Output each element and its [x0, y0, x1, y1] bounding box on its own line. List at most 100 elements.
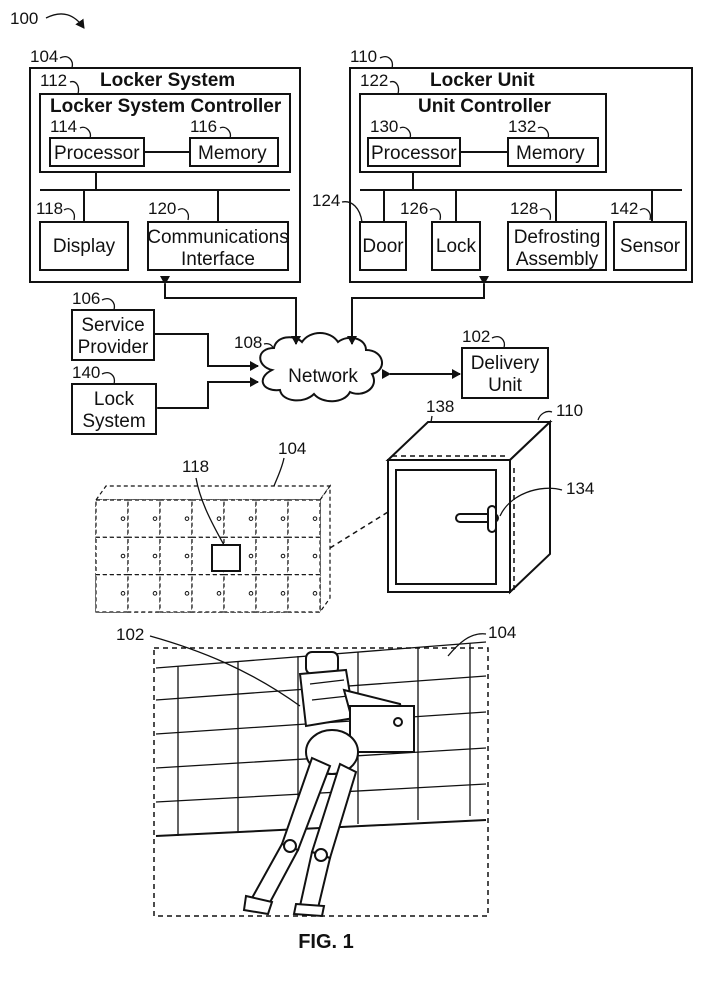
bank-locker-cell — [256, 537, 288, 574]
comms-label-2: Interface — [181, 249, 255, 270]
lock-system-network-link — [158, 382, 258, 408]
bank-locker-cell — [288, 575, 320, 612]
ref-130: 130 — [370, 117, 398, 136]
lock-system-label-1: Lock — [94, 389, 135, 410]
ref-104-bank: 104 — [278, 439, 306, 458]
figure-caption: FIG. 1 — [298, 931, 354, 953]
network-block: 108 Network — [234, 333, 382, 401]
bank-locker-cell — [256, 575, 288, 612]
bank-locker-cell — [128, 500, 160, 537]
leader-106 — [102, 299, 114, 310]
ref-104-scene: 104 — [488, 623, 516, 642]
robot-leg-right-lower — [300, 852, 330, 908]
service-provider-label-2: Provider — [78, 337, 149, 358]
locker-unit-title: Locker Unit — [430, 70, 535, 91]
bank-locker-cell — [288, 500, 320, 537]
locker-system-controller-title: Locker System Controller — [50, 96, 282, 117]
ref-132: 132 — [508, 117, 536, 136]
unit-latch — [488, 506, 496, 532]
bank-locker-cell — [96, 537, 128, 574]
locker-unit-block: 110 Locker Unit 122 Unit Controller 130 … — [312, 47, 692, 282]
bank-locker-cell — [288, 537, 320, 574]
processor-label: Processor — [54, 143, 140, 164]
ref-138: 138 — [426, 397, 454, 416]
bank-locker-cell — [256, 500, 288, 537]
lock-system-label-2: System — [82, 411, 145, 432]
robot-knee-right — [315, 849, 327, 861]
ref-110: 110 — [350, 47, 377, 66]
ref-104: 104 — [30, 47, 58, 66]
comms-label-1: Communications — [147, 227, 289, 248]
locker-bank-illustration: 104 118 — [96, 439, 388, 612]
bank-locker-cell — [160, 575, 192, 612]
ref-102: 102 — [462, 327, 490, 346]
robot-foot-right — [294, 904, 324, 916]
network-label: Network — [288, 366, 358, 387]
ref-120: 120 — [148, 199, 176, 218]
service-provider-label-1: Service — [81, 315, 144, 336]
leader-102 — [492, 337, 504, 348]
bank-locker-cell — [96, 575, 128, 612]
bank-cells — [96, 500, 320, 612]
bank-locker-cell — [224, 575, 256, 612]
service-provider-block: 106 Service Provider — [72, 289, 154, 360]
ref-134: 134 — [566, 479, 594, 498]
robot-package — [350, 706, 414, 752]
bank-locker-cell — [192, 500, 224, 537]
unit-processor-label: Processor — [371, 143, 457, 164]
ref-114: 114 — [50, 117, 77, 136]
bank-locker-cell — [128, 537, 160, 574]
defrost-label-1: Defrosting — [514, 227, 601, 248]
ref-122: 122 — [360, 71, 388, 90]
ref-112: 112 — [40, 71, 67, 90]
lock-system-block: 140 Lock System — [72, 363, 156, 434]
bank-locker-cell — [128, 575, 160, 612]
leader-140 — [102, 373, 114, 384]
ref-100: 100 — [10, 9, 38, 28]
robot-leg-left-lower — [252, 844, 298, 906]
ref-128: 128 — [510, 199, 538, 218]
ref-116: 116 — [190, 117, 217, 136]
memory-label: Memory — [198, 143, 267, 164]
bank-locker-cell — [192, 575, 224, 612]
lock-label: Lock — [436, 236, 477, 257]
bank-locker-cell — [160, 537, 192, 574]
delivery-unit-label-2: Unit — [488, 375, 523, 396]
bank-locker-cell — [160, 500, 192, 537]
robot-scene: 102 104 — [116, 623, 516, 916]
ref-102-scene: 102 — [116, 625, 144, 644]
ref-142: 142 — [610, 199, 638, 218]
unit-memory-label: Memory — [516, 143, 585, 164]
robot-hand — [394, 718, 402, 726]
bank-side — [320, 486, 330, 612]
ref-106: 106 — [72, 289, 100, 308]
unit-illustration: 138 136 110 134 — [388, 397, 594, 592]
delivery-unit-label-1: Delivery — [471, 353, 540, 374]
defrost-label-2: Assembly — [516, 249, 599, 270]
robot-knee-left — [284, 840, 296, 852]
locker-system-block: 104 Locker System 112 Locker System Cont… — [30, 47, 300, 282]
unit-controller-title: Unit Controller — [418, 96, 552, 117]
leader-104-bank — [274, 458, 284, 486]
door-label: Door — [362, 236, 404, 257]
ref-110-unit: 110 — [556, 401, 583, 420]
ref-140: 140 — [72, 363, 100, 382]
bank-unit-link — [330, 512, 388, 548]
bank-display — [212, 545, 240, 571]
sensor-label: Sensor — [620, 236, 681, 257]
bank-top — [96, 486, 330, 500]
ref-118-bank: 118 — [182, 457, 209, 476]
locker-system-title: Locker System — [100, 70, 235, 91]
display-label: Display — [53, 236, 116, 257]
ref-118: 118 — [36, 199, 63, 218]
ref-100-arrow — [46, 14, 84, 28]
ref-108: 108 — [234, 333, 262, 352]
leader-110-unit — [538, 411, 552, 420]
leader-104 — [60, 57, 72, 68]
ref-124: 124 — [312, 191, 340, 210]
delivery-unit-block: 102 Delivery Unit — [462, 327, 548, 398]
leader-110 — [380, 57, 392, 68]
bank-locker-cell — [96, 500, 128, 537]
ref-126: 126 — [400, 199, 428, 218]
